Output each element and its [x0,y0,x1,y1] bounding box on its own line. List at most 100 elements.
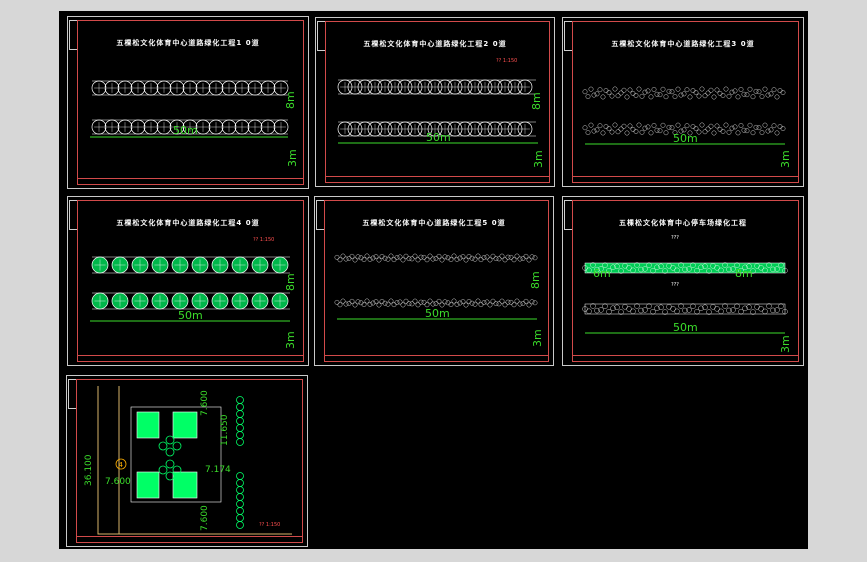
tree-symbol [195,119,211,135]
unknown-label: ??? [671,282,679,288]
gap-dimension: 8m [284,91,297,109]
tree-symbol [208,119,224,135]
tree-row-top [91,80,289,96]
length-dimension: 50m [673,321,698,334]
width-dimension: 3m [531,329,544,347]
title-block [77,178,304,185]
unknown-label: ??? [671,235,679,241]
length-dimension: 50m [425,307,450,320]
width-dimension: 3m [284,331,297,349]
gap-dimension: 8m [284,273,297,291]
tree-symbol [156,119,172,135]
sheet-title: 五棵松文化体育中心道路绿化工程1 0道 [116,39,260,47]
scale-note: ?? 1:150 [496,58,517,64]
title-block [325,176,550,183]
tree-symbol [208,80,224,96]
hedge-row-bottom [582,303,788,315]
sheet-frame [76,379,303,543]
tree-symbol [91,119,107,135]
center-plaza-trees [158,435,182,481]
tree-symbol [117,80,133,96]
length-dimension: 50m [178,309,203,322]
tree-symbol [260,119,276,135]
street-plan-drawing: 50m 8m 3m [334,253,544,347]
tree-symbol [234,119,250,135]
shrub-row-top [582,86,786,100]
sheet-2[interactable]: 五棵松文化体育中心道路绿化工程2 0道 ?? 1:150 50m 8m 3m [315,17,555,187]
title-block [324,355,549,362]
sheet-1[interactable]: 五棵松文化体育中心道路绿化工程1 0道 50m 8m 3m [67,16,309,189]
tree-row-bottom [337,121,536,137]
sheet-frame [77,200,304,362]
sheet-6[interactable]: 五棵松文化体育中心停车场绿化工程 ??? ??? 6m 8m 50m 3m [562,196,804,366]
total-height-dimension: 36.100 [84,454,94,486]
gap-dimension: 8m [530,92,543,110]
length-dimension: 50m [673,132,698,145]
sheet-7-plan[interactable]: 36.100 7.600 11.650 7.600 7.174 7.600 4 … [66,375,308,547]
tree-symbol [143,80,159,96]
tree-symbol [247,119,263,135]
width-dimension: 3m [286,149,299,167]
tree-symbol [247,80,263,96]
length-dimension: 50m [426,131,451,144]
tree-symbol [517,79,533,95]
tree-symbol [104,80,120,96]
site-plan-drawing: 36.100 7.600 11.650 7.600 7.174 7.600 4 … [84,386,292,535]
section-marker: 4 [119,461,124,469]
tree-row-bottom [91,292,290,310]
hedge-row-top [582,262,788,274]
shrub-row-bottom [582,122,786,136]
left-dimension: 6m [593,267,611,280]
tree-symbol [117,119,133,135]
width-dimension: 3m [532,150,545,168]
street-plan-drawing: ?? 1:150 50m 8m 3m [90,237,297,349]
sheet-frame [325,21,550,183]
tree-symbol [517,121,533,137]
tree-symbol [182,80,198,96]
tree-symbol [91,80,107,96]
sheet-frame [77,20,304,185]
width-dimension: 3m [779,335,792,353]
title-block [76,536,303,543]
tree-row-top [91,256,290,274]
street-plan-drawing: 50m 8m 3m [90,80,299,167]
sheet-4[interactable]: 五棵松文化体育中心道路绿化工程4 0道 ?? 1:150 50m 8m 3m [67,196,309,366]
tree-symbol [273,80,289,96]
tree-row-top [334,253,538,263]
title-block [572,355,799,362]
street-plan-drawing: 50m 3m [582,86,792,168]
right-tree-column [236,396,244,529]
sheet-title: 五棵松文化体育中心停车场绿化工程 [619,219,747,227]
sheet-5[interactable]: 五棵松文化体育中心道路绿化工程5 0道 50m 8m 3m [314,196,554,366]
tree-symbol [143,119,159,135]
tree-symbol [273,119,289,135]
tree-symbol [260,80,276,96]
tree-row-bottom [334,298,538,308]
tree-symbol [130,80,146,96]
tree-symbol [169,80,185,96]
tree-symbol [221,119,237,135]
sheet-3[interactable]: 五棵松文化体育中心道路绿化工程3 0道 50m 3m [562,17,804,187]
tree-row-top [337,79,536,95]
top-dimension: 7.600 [200,390,210,416]
gap-dimension: 8m [735,267,753,280]
sheet-frame [572,200,799,362]
mid-right-dimension: 11.650 [220,414,230,446]
sheet-title: 五棵松文化体育中心道路绿化工程4 0道 [116,219,260,227]
sheet-title: 五棵松文化体育中心道路绿化工程3 0道 [611,40,755,48]
scale-note: ?? 1:150 [253,237,274,243]
parking-plan-drawing: ??? ??? 6m 8m 50m 3m [582,235,792,353]
tree-symbol [182,119,198,135]
tree-symbol [195,80,211,96]
center-dimension: 7.174 [205,465,231,475]
drawing-canvas[interactable]: 五棵松文化体育中心道路绿化工程1 0道 50m 8m 3m 五棵松文化体育中心道… [59,11,808,549]
tree-row-bottom [91,119,289,135]
street-plan-drawing: ?? 1:150 50m 8m 3m [337,58,545,168]
sheet-frame [324,200,549,362]
tree-symbol [234,80,250,96]
length-dimension: 50m [173,124,198,137]
width-dimension: 3m [779,150,792,168]
tree-symbol [221,80,237,96]
title-block [572,176,799,183]
scale-note: ?? 1:150 [259,522,280,528]
